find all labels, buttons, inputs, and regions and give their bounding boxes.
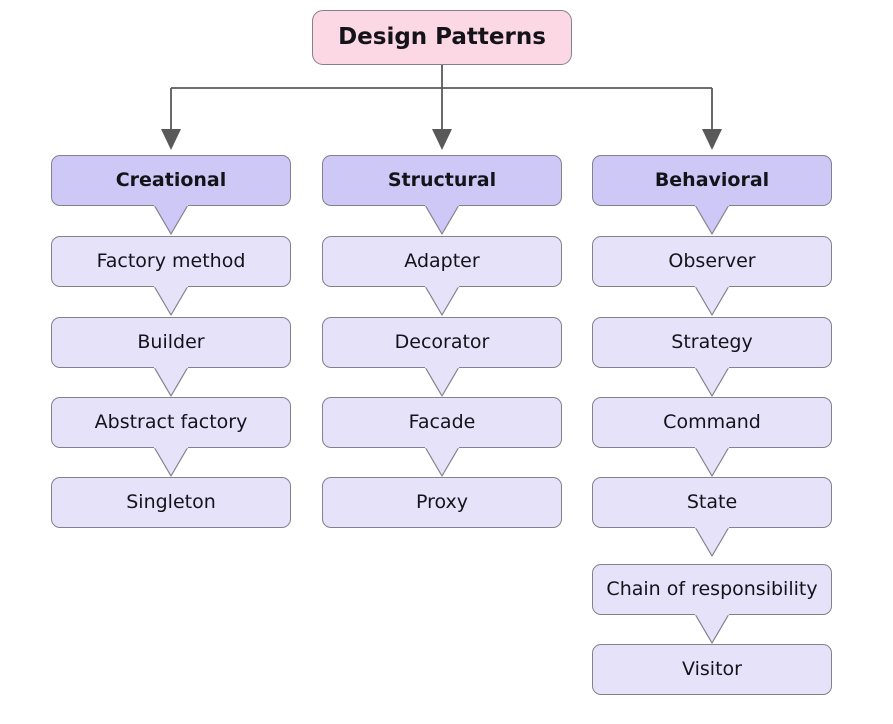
leaf-node-visitor[interactable]: Visitor [592,644,832,695]
leaf-node-proxy[interactable]: Proxy [322,477,562,528]
connector-tail [154,286,188,316]
leaf-node-strategy[interactable]: Strategy [592,317,832,368]
connector-tail [695,527,729,557]
connector-tail [695,614,729,644]
leaf-node-singleton[interactable]: Singleton [51,477,291,528]
leaf-node-builder[interactable]: Builder [51,317,291,368]
connector-tail [695,367,729,397]
leaf-node-decorator[interactable]: Decorator [322,317,562,368]
leaf-node-facade[interactable]: Facade [322,397,562,448]
leaf-node-state[interactable]: State [592,477,832,528]
leaf-node-chain-of-responsibility[interactable]: Chain of responsibility [592,564,832,615]
leaf-node-abstract-factory[interactable]: Abstract factory [51,397,291,448]
connector-tail [425,367,459,397]
leaf-node-observer[interactable]: Observer [592,236,832,287]
connector-tail [695,286,729,316]
leaf-node-command[interactable]: Command [592,397,832,448]
connector-tail [425,286,459,316]
connector-tail [154,205,188,235]
root-node-design-patterns[interactable]: Design Patterns [312,10,572,65]
category-node-structural[interactable]: Structural [322,155,562,206]
connector-tail [425,205,459,235]
category-node-behavioral[interactable]: Behavioral [592,155,832,206]
leaf-node-adapter[interactable]: Adapter [322,236,562,287]
category-node-creational[interactable]: Creational [51,155,291,206]
leaf-node-factory-method[interactable]: Factory method [51,236,291,287]
connector-tail [154,447,188,477]
connector-tail [695,205,729,235]
connector-tail [154,367,188,397]
connector-tail [695,447,729,477]
connector-tail [425,447,459,477]
